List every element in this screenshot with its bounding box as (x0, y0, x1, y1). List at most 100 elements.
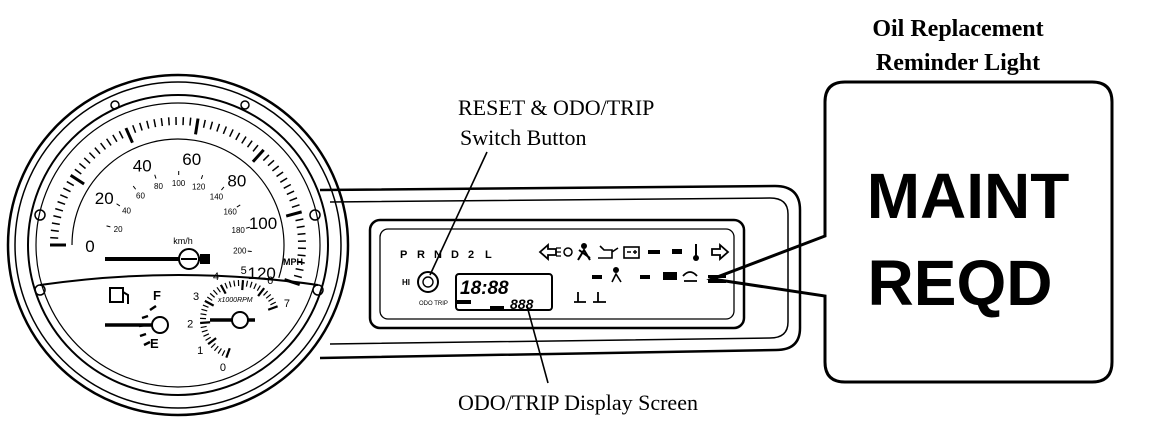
speedometer-tick (153, 119, 157, 128)
speedometer-kmh-tick (106, 225, 111, 228)
speedometer-tick (296, 225, 305, 229)
speedometer-tick (267, 159, 275, 167)
speedometer-tick (202, 119, 207, 128)
speedometer-tick (296, 261, 305, 264)
tachometer-label: 7 (284, 298, 290, 310)
trunk-open-icon (593, 292, 606, 303)
reset-switch-label-line2: Switch Button (460, 125, 587, 150)
trip-readout: 888 (510, 296, 534, 312)
tachometer-tick (201, 329, 208, 333)
speedometer-tick (55, 207, 64, 212)
gear-d: D (451, 249, 459, 261)
oil-can-icon (598, 245, 619, 259)
speedometer-mph-label: 20 (95, 189, 114, 208)
speedometer-kmh-label: 160 (223, 207, 237, 216)
kmh-unit-label: km/h (173, 236, 193, 246)
speedometer-kmh-label: 200 (233, 246, 247, 255)
speedometer-tick (297, 254, 306, 257)
speedometer-tick (51, 222, 60, 226)
speedometer-kmh-tick (132, 185, 137, 190)
speedometer-kmh-label: 60 (136, 192, 145, 201)
tachometer-tick (200, 321, 211, 325)
speedometer-tick (94, 147, 101, 155)
speedometer-tick (295, 267, 304, 272)
warning-icon-row (538, 243, 730, 303)
tachometer-label: 1 (197, 345, 203, 357)
speedometer-tick (283, 183, 292, 189)
gear-p: P (400, 249, 407, 261)
speedometer-kmh-tick (245, 226, 250, 229)
speedometer-tick (100, 142, 107, 150)
speedometer-tick (262, 154, 270, 162)
check-engine-icon (640, 275, 650, 279)
gear-r: R (417, 249, 425, 261)
tachometer-label: 6 (267, 275, 273, 287)
speedometer-kmh-label: 180 (232, 226, 246, 235)
speedometer-tick (189, 117, 192, 126)
tachometer-label: 4 (213, 271, 219, 283)
tachometer-tick (241, 280, 245, 291)
headlight-icon (556, 247, 573, 257)
speedometer-tick (57, 200, 66, 206)
speedometer-tick (69, 174, 85, 186)
speedometer-kmh-label: 100 (172, 179, 186, 188)
tachometer-tick (265, 293, 272, 299)
speedometer-kmh-label: 20 (114, 225, 123, 234)
speedometer-kmh-tick (200, 175, 204, 180)
speedometer-tick (295, 218, 304, 222)
speedometer-tick (235, 132, 241, 141)
speedometer-tick (291, 204, 300, 209)
tachometer-tick (210, 343, 216, 349)
tachometer-tick (217, 348, 222, 354)
temperature-icon (693, 244, 699, 261)
speedometer-tick (222, 126, 228, 135)
airbag-icon (611, 267, 622, 283)
tachometer-tick (225, 347, 231, 358)
reset-button-label: ODO TRIP (419, 301, 448, 307)
tachometer-tick (203, 333, 210, 337)
tachometer-label: 3 (193, 291, 199, 303)
speedometer-mph-label: 40 (133, 157, 152, 176)
tachometer-hub (231, 311, 249, 329)
tachometer-tick (245, 280, 249, 287)
tachometer-tick (200, 325, 207, 329)
reset-switch-label-line1: RESET & ODO/TRIP (458, 95, 654, 120)
reset-odo-trip-button[interactable]: HI ODO TRIP (402, 271, 448, 307)
reset-button-outer-ring[interactable] (417, 271, 439, 293)
tachometer-tick (209, 292, 216, 298)
turn-right-arrow-icon (711, 243, 730, 261)
reset-button-inner[interactable] (422, 276, 434, 288)
speedometer-tick (88, 152, 96, 159)
speedometer-ticks (50, 117, 306, 286)
speedometer-tick (246, 140, 253, 148)
tachometer-unit-label: x1000RPM (217, 297, 253, 304)
speedometer-mph-label: 120 (248, 264, 276, 283)
tachometer-tick (233, 280, 236, 287)
maint-reqd-lamp-icon (708, 275, 726, 283)
tachometer-label: 5 (241, 265, 247, 277)
tachometer-tick (249, 281, 253, 288)
tachometer-tick (256, 285, 261, 292)
display-leader-line (526, 305, 549, 384)
display-screen-label: ODO/TRIP Display Screen (458, 390, 698, 415)
speedometer-tick (252, 144, 259, 152)
gear-indicator: P R N D 2 L (400, 249, 492, 261)
speedometer-tick (160, 117, 164, 127)
tachometer-tick (228, 281, 232, 288)
trac-off-icon (663, 272, 677, 280)
tachometer-tick (270, 301, 277, 306)
speedometer-mph-label: 100 (249, 214, 277, 233)
speedometer-tick (112, 134, 118, 143)
speedometer-kmh-tick (154, 174, 157, 179)
door-ajar-icon (574, 292, 586, 303)
tachometer-tick (205, 336, 212, 341)
tachometer-tick (213, 345, 219, 352)
speedometer-tick (286, 190, 295, 196)
battery-icon (623, 246, 640, 259)
dash-panel (319, 184, 802, 360)
tachometer-tick (268, 297, 274, 302)
odometer-display: 18:88 888 (455, 273, 553, 312)
